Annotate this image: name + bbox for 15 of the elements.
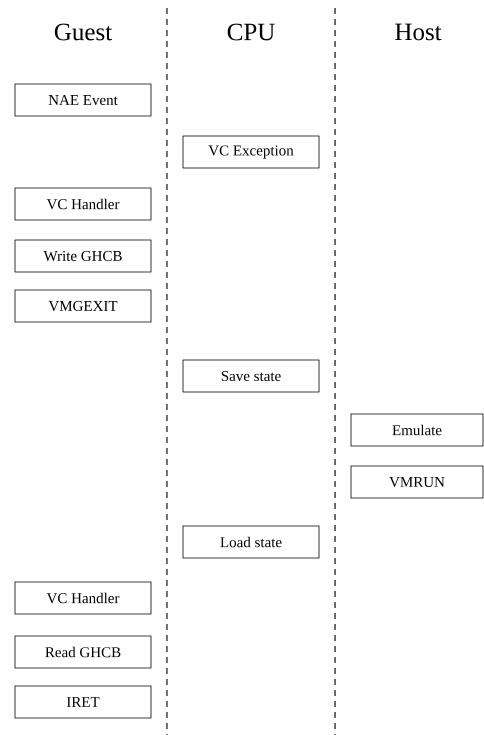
column-heading: Guest bbox=[54, 24, 112, 40]
column-heading: CPU bbox=[228, 24, 275, 40]
process-box: VC Exception bbox=[182, 136, 320, 168]
process-box: Emulate bbox=[350, 414, 484, 446]
column-heading: Host bbox=[395, 24, 442, 40]
process-box: VMRUN bbox=[350, 466, 484, 498]
process-box: IRET bbox=[14, 686, 152, 718]
process-box: VC Handler bbox=[14, 582, 152, 614]
process-box: Load state bbox=[182, 526, 320, 558]
process-box: Read GHCB bbox=[14, 636, 152, 668]
process-box: VMGEXIT bbox=[14, 290, 152, 322]
process-box: Write GHCB bbox=[14, 240, 152, 272]
process-box: VC Handler bbox=[14, 188, 152, 220]
process-box: Save state bbox=[182, 360, 320, 392]
process-box: NAE Event bbox=[14, 84, 152, 116]
